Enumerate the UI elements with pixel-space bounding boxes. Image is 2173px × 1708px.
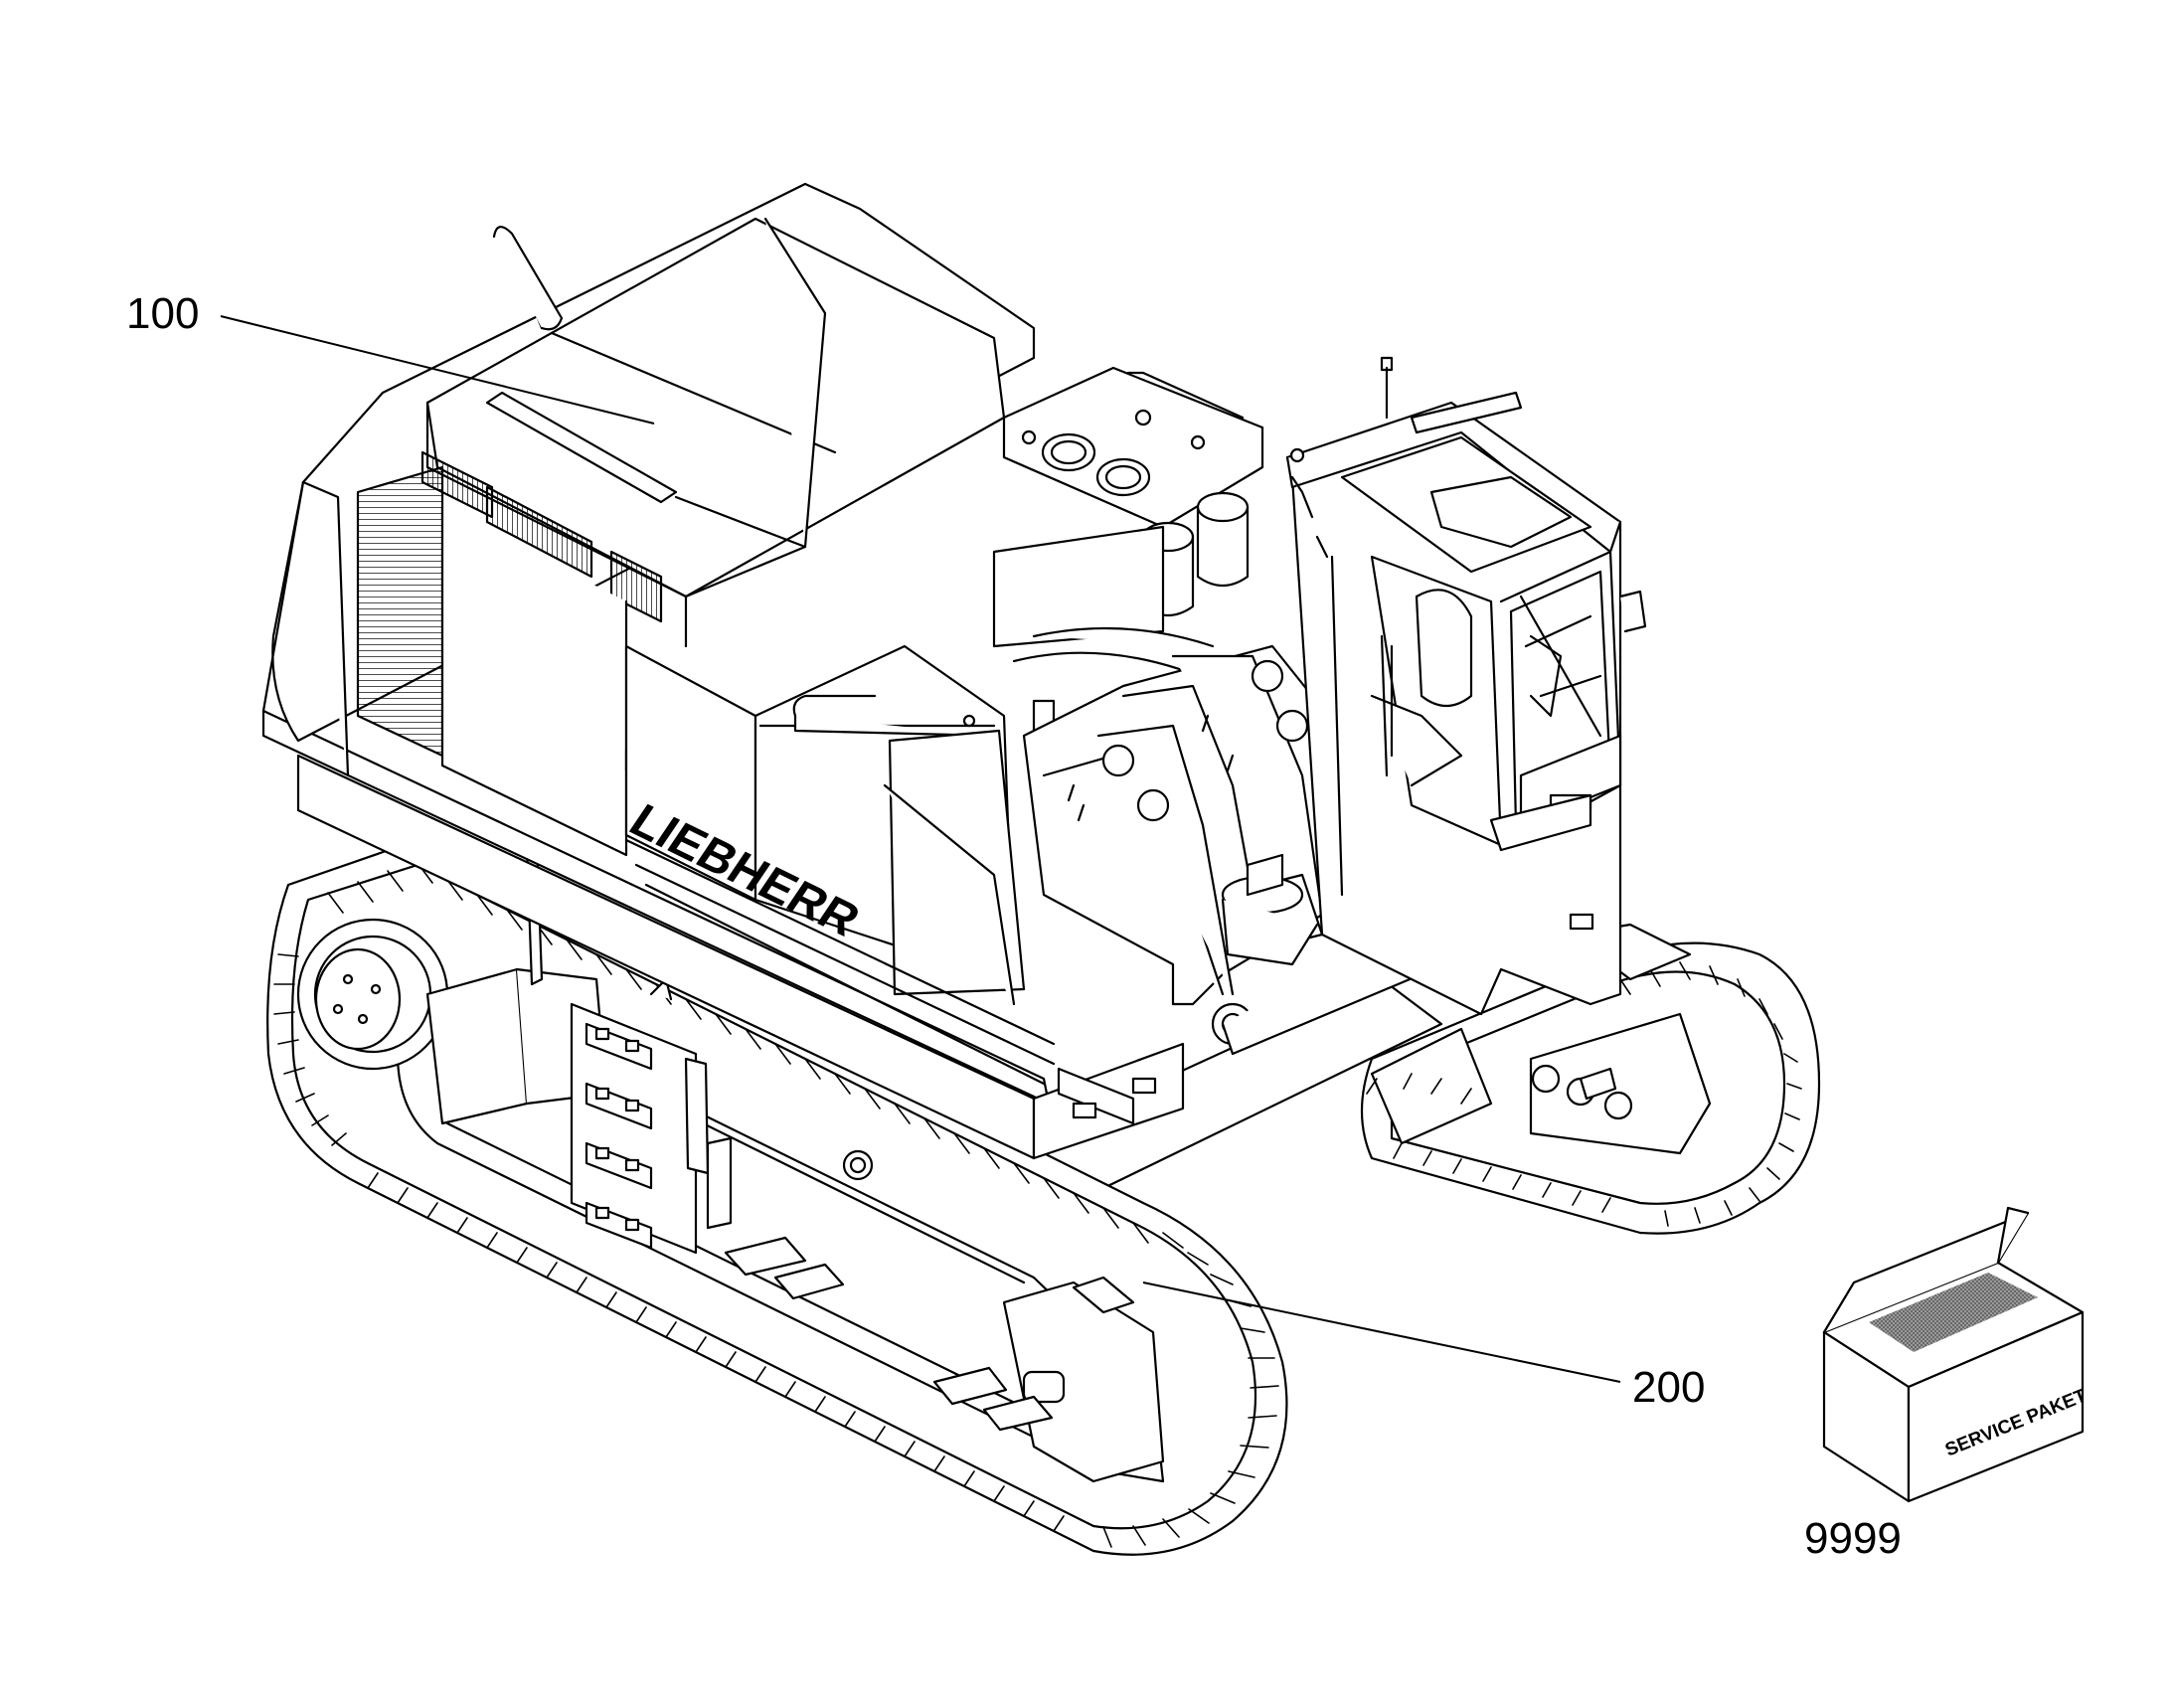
callout-9999: 9999 <box>1804 1514 1902 1563</box>
leader-lines <box>220 315 1621 1383</box>
upper-carriage: LIEBHERR <box>261 182 1647 1160</box>
callout-200: 200 <box>1632 1363 1706 1412</box>
left-track <box>266 838 1288 1556</box>
leader-line-100 <box>220 315 655 425</box>
service-paket-box: SERVICE PAKET <box>1822 1206 2090 1503</box>
right-track <box>1360 915 1821 1235</box>
access-ladder <box>525 838 733 1255</box>
callout-100: 100 <box>126 289 200 338</box>
leader-line-200 <box>1142 1281 1621 1383</box>
